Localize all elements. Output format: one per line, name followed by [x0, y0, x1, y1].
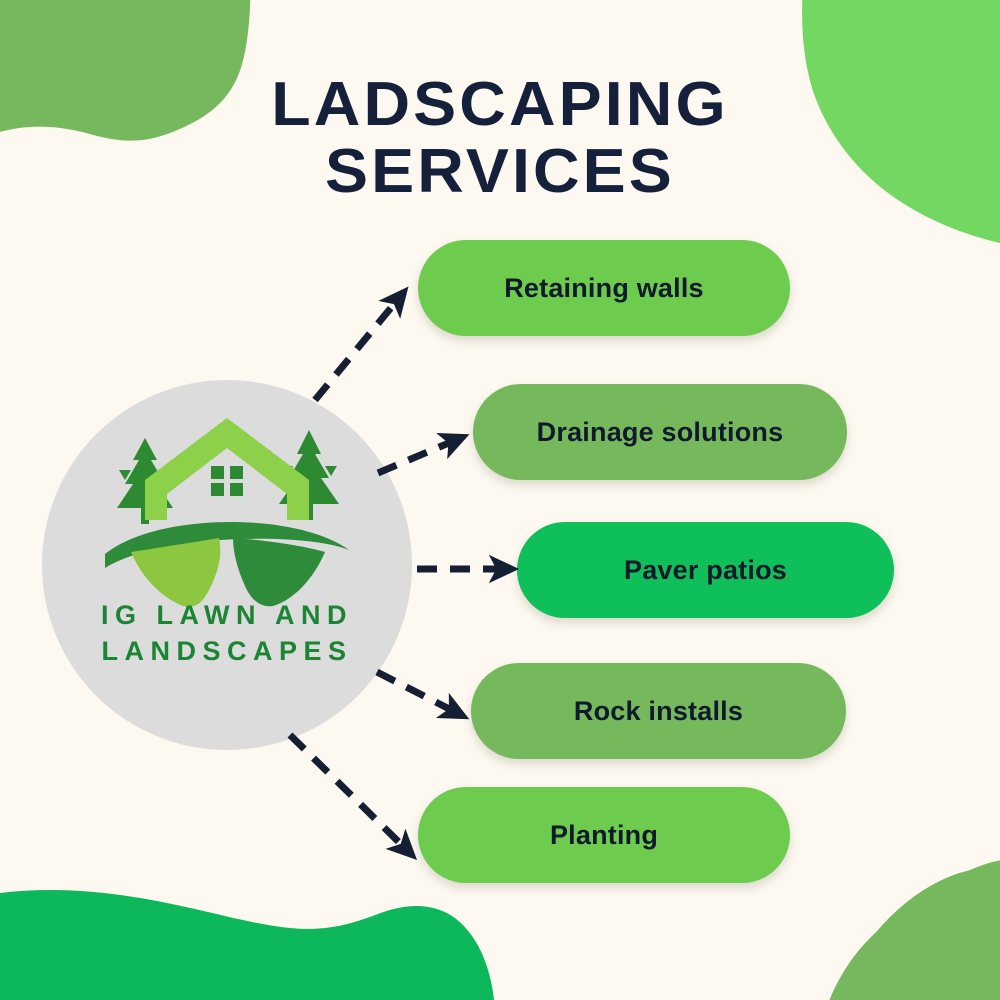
house-window-icon — [211, 466, 243, 496]
service-pill-label: Planting — [549, 819, 659, 850]
lawn-right-icon — [233, 538, 325, 607]
logo-company-name: IG LAWN AND LANDSCAPES — [42, 598, 412, 670]
service-pill-label: Paver patios — [624, 554, 787, 585]
title-line-2: SERVICES — [325, 136, 675, 206]
service-pill-drainage-solutions[interactable]: Drainage solutions — [473, 384, 847, 480]
service-pill-label: Drainage solutions — [536, 416, 784, 447]
house-trees-landscape-logo-icon — [105, 418, 349, 607]
arrow-to-drainage-solutions — [376, 432, 470, 477]
logo-name-line-1: IG LAWN AND — [101, 600, 353, 630]
arrow-to-rock-installs — [375, 668, 470, 720]
title-line-1: LADSCAPING — [271, 70, 729, 139]
logo-name-line-2: LANDSCAPES — [101, 635, 353, 666]
service-pill-paver-patios[interactable]: Paver patios — [517, 522, 894, 618]
bottom-right-blob — [829, 860, 1000, 1000]
service-pill-label: Retaining walls — [504, 272, 704, 303]
poster-title: LADSCAPING SERVICES — [0, 70, 1000, 206]
bottom-right-arc — [838, 868, 1000, 1000]
bottom-left-blob — [0, 890, 494, 1000]
service-pill-retaining-walls[interactable]: Retaining walls — [418, 240, 790, 336]
lawn-left-icon — [131, 538, 221, 607]
company-logo-badge: IG LAWN AND LANDSCAPES — [42, 380, 412, 750]
arrow-to-retaining-walls — [312, 286, 409, 403]
service-pill-label: Rock installs — [573, 695, 744, 726]
hill-arc-icon — [105, 521, 349, 568]
service-pill-rock-installs[interactable]: Rock installs — [471, 663, 846, 759]
house-icon — [145, 418, 309, 520]
service-pill-planting[interactable]: Planting — [418, 787, 790, 883]
arrow-to-planting — [287, 732, 418, 860]
